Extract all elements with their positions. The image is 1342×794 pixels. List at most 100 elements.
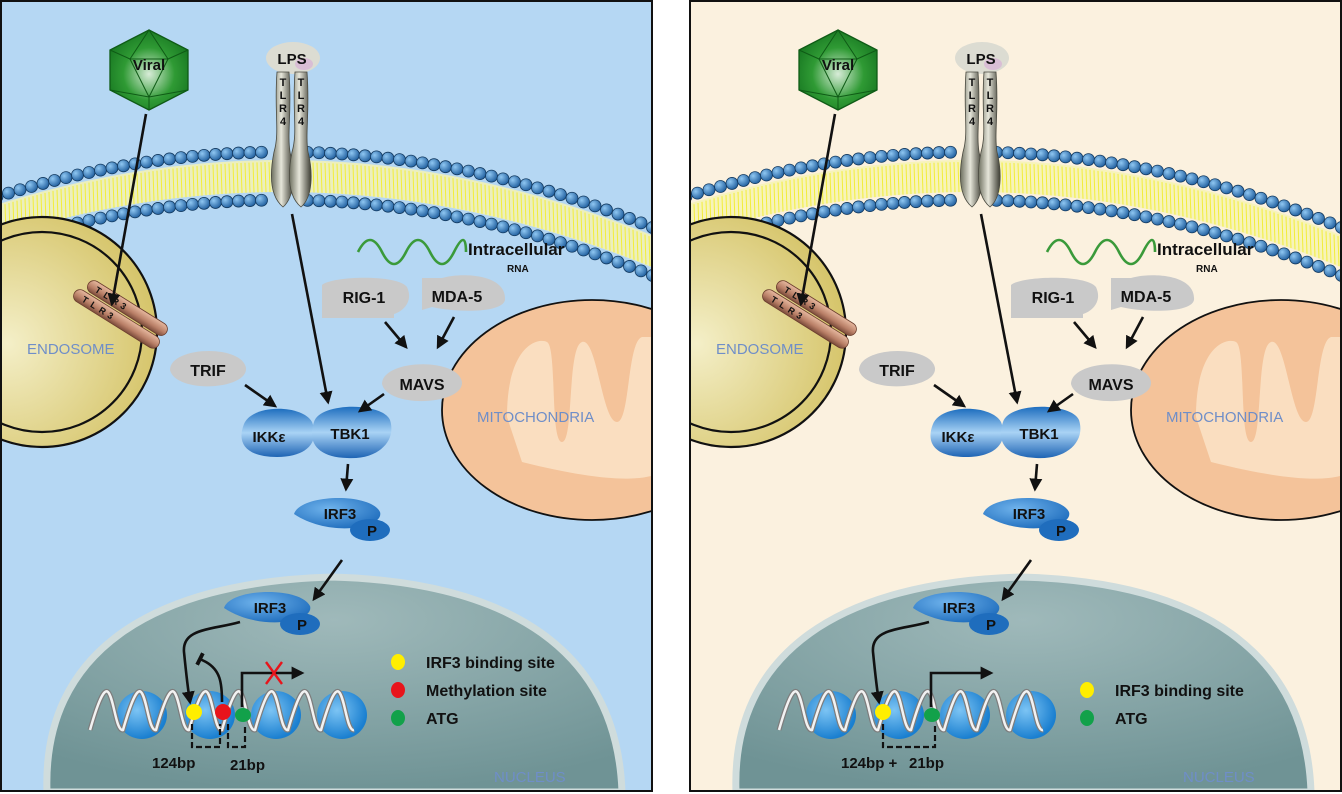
- rna-label: RNA: [1196, 264, 1218, 275]
- distance-label-21bp: 21bp: [909, 755, 944, 772]
- viral-label: Viral: [133, 57, 165, 74]
- distance-brackets: 124bp + 21bp: [841, 724, 944, 772]
- mda5-label: MDA-5: [432, 289, 483, 306]
- mavs-label: MAVS: [1088, 377, 1133, 394]
- tlr4-chain: [978, 71, 1001, 208]
- tlr3-letter: 3: [106, 310, 116, 321]
- rig1-label: RIG-1: [343, 290, 386, 307]
- arrow-tlr4-to-tbk1: [290, 213, 333, 405]
- phospho-group: [350, 519, 390, 541]
- virus-particle: Viral: [798, 29, 878, 111]
- irf3-binding-site-marker: [875, 704, 891, 720]
- tlr3-letter: T: [782, 285, 792, 297]
- phospho-label: P: [297, 617, 307, 634]
- mda5-label: MDA-5: [1121, 289, 1172, 306]
- tlr4-letter: R: [968, 103, 976, 115]
- phospho-group: [969, 613, 1009, 635]
- tbk1-label: TBK1: [330, 426, 369, 443]
- arrow-virus-to-tlr3: [796, 113, 837, 307]
- rig1-shape: [1011, 277, 1099, 318]
- rig1-label: RIG-1: [1032, 290, 1075, 307]
- phospho-label: P: [1056, 523, 1066, 540]
- arrow-mavs-to-tbk1: [357, 392, 385, 413]
- tlr4-letter: T: [987, 77, 994, 89]
- mavs-label: MAVS: [399, 377, 444, 394]
- tlr3-letter: T: [80, 294, 90, 306]
- ikke-label: IKKε: [942, 429, 975, 446]
- virus-particle: Viral: [109, 29, 189, 111]
- tlr4-letter: L: [298, 90, 305, 102]
- mitochondria-label: MITOCHONDRIA: [1166, 409, 1283, 426]
- arrow-mda5-to-mavs: [436, 316, 456, 350]
- mitochondria: MITOCHONDRIA: [1130, 299, 1340, 521]
- nucleus: NUCLEUS: [43, 573, 626, 790]
- tlr4-chain: [960, 71, 983, 208]
- legend-swatch: [391, 682, 405, 698]
- ikke-shape: [241, 408, 315, 457]
- tlr4-letter: L: [969, 90, 976, 102]
- arrow-mda5-to-mavs: [1125, 316, 1145, 350]
- legend-item-label: ATG: [1115, 711, 1148, 728]
- arrow-tbk1-to-irf3: [340, 463, 354, 492]
- arrow-virus-to-tlr3: [107, 113, 148, 307]
- phospho-label: P: [986, 617, 996, 634]
- legend-item-label: IRF3 binding site: [426, 655, 555, 672]
- arrow-irf3-to-nucleus: [312, 559, 344, 602]
- tlr3-letter: 3: [795, 310, 805, 321]
- tlr4-letter: 4: [298, 116, 305, 128]
- ikke-shape: [930, 408, 1004, 457]
- mavs: MAVS: [382, 364, 463, 402]
- tlr3-letter: L: [778, 299, 788, 311]
- tlr3-letter: L: [102, 290, 112, 302]
- tlr4-letter: 4: [969, 116, 976, 128]
- plasma-membrane: [2, 145, 651, 282]
- kinase-complex: IKKε TBK1: [241, 406, 392, 459]
- lps-label: LPS: [277, 51, 306, 68]
- tbk1-shape: [311, 406, 392, 459]
- arrow-irf3-to-nucleus: [1001, 559, 1033, 602]
- tlr4-letter: R: [279, 103, 287, 115]
- distance-label-124bp: 124bp +: [841, 755, 898, 772]
- arrow-rig1-to-mavs: [1073, 321, 1097, 349]
- tlr3-letter: 3: [119, 301, 129, 312]
- transcription-start-arrow: [240, 666, 305, 707]
- tlr4-letter: T: [280, 77, 287, 89]
- tlr3-letter: T: [93, 285, 103, 297]
- legend-swatch: [391, 654, 405, 670]
- signaling-arrows: [107, 113, 456, 602]
- mitochondria: MITOCHONDRIA: [441, 299, 651, 521]
- mavs: MAVS: [1071, 364, 1152, 402]
- tlr3-letter: L: [89, 299, 99, 311]
- nucleus: NUCLEUS: [732, 573, 1315, 790]
- rna-label: RNA: [507, 264, 529, 275]
- tlr4-chain: [271, 71, 294, 208]
- methylation-site-marker: [215, 704, 231, 720]
- promoter-sites: [875, 704, 940, 722]
- arrow-tbk1-to-irf3: [1029, 463, 1043, 492]
- endosome-label: ENDOSOME: [27, 341, 115, 358]
- nucleus-label: NUCLEUS: [494, 769, 566, 786]
- tlr3-letter: R: [786, 305, 797, 317]
- intracellular-label: Intracellular: [1157, 240, 1254, 259]
- transcription-blocked-icon: [265, 661, 283, 685]
- phospho-group: [1039, 519, 1079, 541]
- nucleus-label: NUCLEUS: [1183, 769, 1255, 786]
- ikke-label: IKKε: [253, 429, 286, 446]
- trif: TRIF: [859, 350, 936, 387]
- phospho-group: [280, 613, 320, 635]
- legend-swatch: [391, 710, 405, 726]
- tlr3-letter: L: [791, 290, 801, 302]
- phospho-label: P: [367, 523, 377, 540]
- tlr4-letter: 4: [987, 116, 994, 128]
- rig1-shape: [322, 277, 410, 318]
